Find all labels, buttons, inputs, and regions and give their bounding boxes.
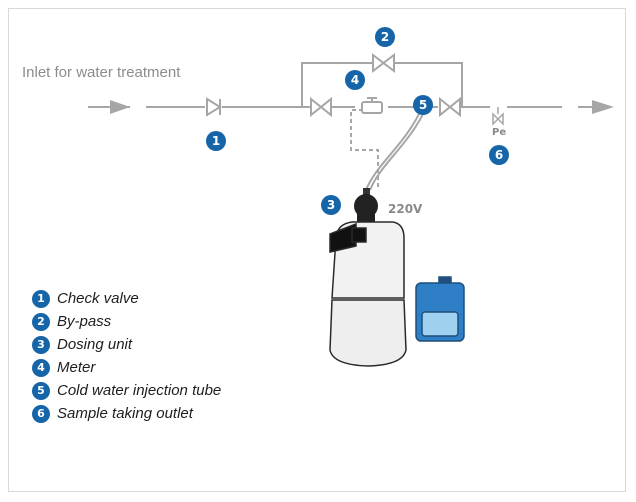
main-pipe [88, 62, 592, 191]
legend-item: 4 Meter [32, 356, 221, 379]
legend-number: 4 [32, 358, 50, 377]
check-valve-icon [206, 97, 222, 117]
legend-label: Cold water injection tube [57, 382, 222, 399]
legend-label: Dosing unit [57, 336, 133, 353]
legend-item: 2 By-pass [32, 310, 221, 333]
sample-outlet-label: Pe [492, 127, 507, 138]
voltage-label: 220V [388, 202, 423, 216]
outlet-gate-valve-icon [439, 96, 461, 118]
badge-injection-tube: 5 [413, 95, 433, 115]
meter-icon [361, 97, 383, 114]
dosing-pump-icon [354, 188, 378, 222]
badge-bypass: 2 [375, 27, 395, 47]
legend-item: 3 Dosing unit [32, 333, 221, 356]
bypass-valve-icon [372, 52, 395, 74]
badge-sample-outlet: 6 [489, 145, 509, 165]
legend-number: 5 [32, 381, 50, 400]
badge-meter: 4 [345, 70, 365, 90]
chemical-jerrican-icon [415, 276, 465, 342]
legend-item: 1 Check valve [32, 287, 221, 310]
legend: 1 Check valve 2 By-pass 3 Dosing unit 4 … [32, 287, 221, 425]
inlet-gate-valve-icon [310, 96, 332, 118]
diagram-frame [8, 8, 626, 492]
legend-label: Meter [57, 359, 96, 376]
dosing-tank [329, 221, 407, 367]
badge-check-valve: 1 [206, 131, 226, 151]
legend-item: 5 Cold water injection tube [32, 379, 221, 402]
legend-number: 1 [32, 289, 50, 308]
legend-label: Check valve [57, 290, 139, 307]
legend-number: 6 [32, 404, 50, 423]
inlet-label: Inlet for water treatment [22, 64, 181, 81]
outlet-arrow-icon [592, 100, 614, 114]
sample-valve-icon [492, 107, 504, 126]
inlet-arrow-icon [110, 100, 130, 114]
legend-label: Sample taking outlet [57, 405, 193, 422]
legend-number: 2 [32, 312, 50, 331]
legend-item: 6 Sample taking outlet [32, 402, 221, 425]
legend-label: By-pass [57, 313, 112, 330]
badge-dosing-unit: 3 [321, 195, 341, 215]
legend-number: 3 [32, 335, 50, 354]
